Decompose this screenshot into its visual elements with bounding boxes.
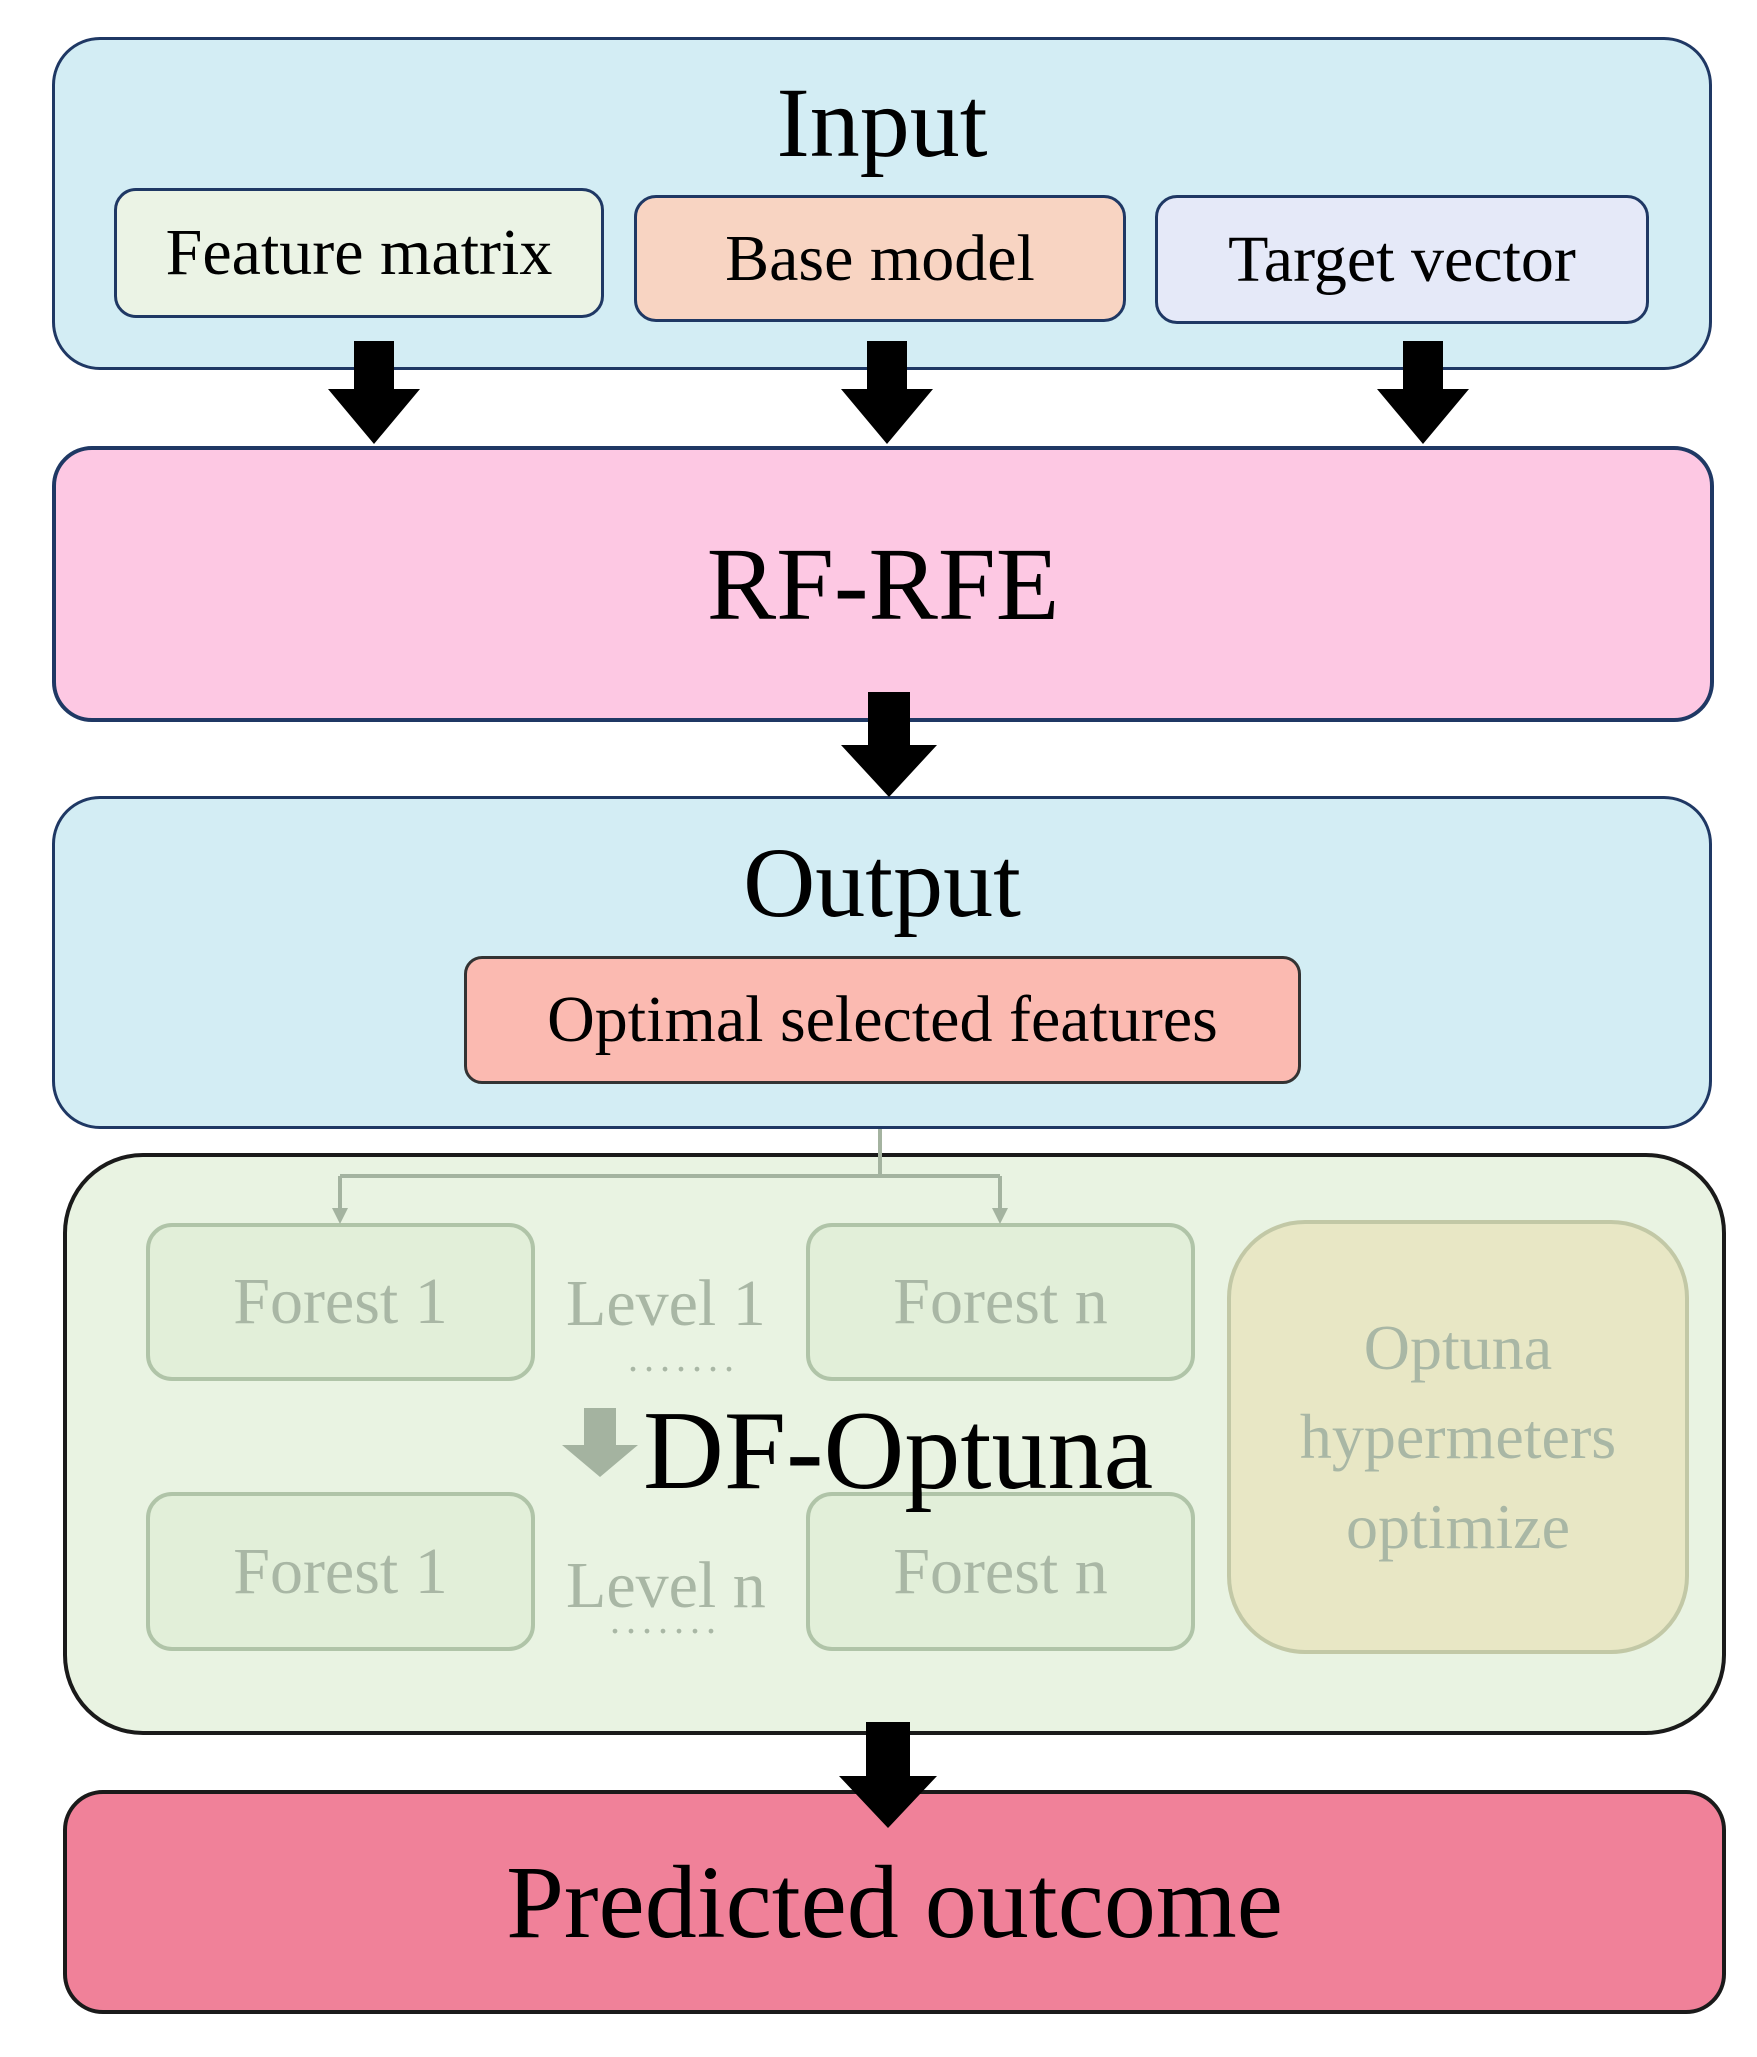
level-n-dots: ....... [610, 1597, 722, 1642]
forest-1-level-n-box: Forest 1 [146, 1492, 535, 1651]
feature-matrix-box: Feature matrix [114, 188, 604, 318]
arrow-rfe-to-output [841, 692, 937, 797]
arrow-feature-to-rfe [328, 341, 420, 444]
forest-n-level-1-box: Forest n [806, 1223, 1195, 1381]
connector-output-to-forests [338, 1129, 1002, 1212]
base-model-box: Base model [634, 195, 1126, 322]
level-down-arrow [562, 1408, 638, 1477]
df-optuna-title: DF-Optuna [643, 1389, 1154, 1513]
optuna-line-1: Optuna [1363, 1311, 1553, 1383]
forest-n-level-n-box: Forest n [806, 1492, 1195, 1651]
optuna-optimize-box: Optuna hypermeters optimize [1227, 1220, 1689, 1654]
connector-arrowhead-forest-n [992, 1208, 1008, 1224]
level-1-dots: ....... [628, 1335, 740, 1380]
input-title: Input [776, 67, 988, 178]
rf-rfe-box: RF-RFE [52, 446, 1714, 722]
arrow-df-to-outcome [839, 1722, 937, 1828]
target-vector-box: Target vector [1155, 195, 1649, 324]
output-title: Output [743, 827, 1021, 938]
level-n-label: Level n [566, 1549, 766, 1622]
arrow-base-to-rfe [841, 341, 933, 444]
arrow-target-to-rfe [1377, 341, 1469, 444]
connector-arrowhead-forest-1 [332, 1208, 348, 1224]
predicted-outcome-box: Predicted outcome [63, 1790, 1726, 2014]
forest-1-level-1-box: Forest 1 [146, 1223, 535, 1381]
optuna-line-3: optimize [1346, 1490, 1570, 1562]
optimal-features-box: Optimal selected features [464, 956, 1301, 1084]
optuna-line-2: hypermeters [1299, 1401, 1617, 1473]
level-1-label: Level 1 [566, 1267, 766, 1340]
